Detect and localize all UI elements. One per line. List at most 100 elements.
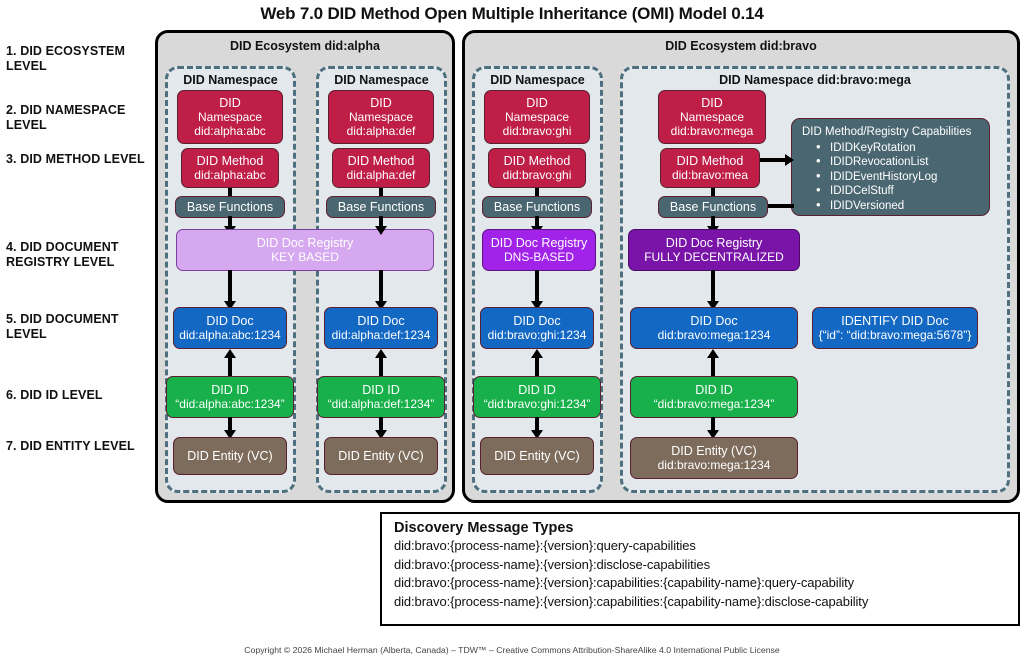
registry-line2: DNS-BASED: [503, 250, 574, 264]
node-line1: Base Functions: [669, 200, 757, 214]
node-method-alpha-abc[interactable]: DID Method did:alpha:abc: [181, 148, 279, 188]
node-line1: DID ID: [518, 383, 556, 397]
node-line1: DID Doc: [206, 314, 254, 328]
node-line2: Namespace: [679, 110, 745, 124]
arrow-method-to-capabilities: [760, 150, 794, 170]
node-line2: did:bravo:mega:1234: [657, 458, 771, 472]
node-namespace-bravo-ghi[interactable]: DID Namespace did:bravo:ghi: [484, 90, 590, 144]
node-line3: did:bravo:ghi: [502, 124, 572, 138]
ecosystem-alpha-title: DID Ecosystem did:alpha: [229, 39, 381, 53]
capability-item: IDIDCelStuff: [816, 183, 981, 199]
node-line2: did:alpha:def: [346, 168, 416, 182]
node-doc-alpha-abc[interactable]: DID Doc did:alpha:abc:1234: [173, 307, 287, 349]
node-line2: did:alpha:def:1234: [331, 328, 431, 342]
node-line1: Base Functions: [186, 200, 274, 214]
namespace-alpha-abc-title: DID Namespace: [183, 73, 278, 87]
node-method-bravo-ghi[interactable]: DID Method did:bravo:ghi: [488, 148, 586, 188]
node-method-alpha-def[interactable]: DID Method did:alpha:def: [332, 148, 430, 188]
node-line3: did:bravo:mega: [670, 124, 754, 138]
node-line1: DID Doc: [513, 314, 561, 328]
node-line2: did:bravo:mea: [671, 168, 749, 182]
registry-line2: FULLY DECENTRALIZED: [644, 250, 784, 264]
capabilities-list: IDIDKeyRotation IDIDRevocationList IDIDE…: [800, 140, 981, 214]
arrow-base-to-registry-alpha-def: [370, 216, 392, 235]
arrow-id-to-doc-bravo-ghi: [526, 349, 548, 377]
arrow-registry-to-doc-alpha-def: [370, 270, 392, 310]
level-label-ecosystem: 1. DID ECOSYSTEM LEVEL: [6, 44, 125, 73]
node-line2: did:bravo:ghi: [502, 168, 572, 182]
node-line1: DID ID: [362, 383, 400, 397]
node-entity-bravo-mega[interactable]: DID Entity (VC) did:bravo:mega:1234: [630, 437, 798, 479]
level-label-id: 6. DID ID LEVEL: [6, 388, 103, 402]
node-line1: Base Functions: [493, 200, 581, 214]
registry-bravo-ghi-dns-based[interactable]: DID Doc Registry DNS-BASED: [482, 229, 596, 271]
registry-line1: DID Doc Registry: [256, 236, 354, 250]
node-line1: DID ID: [211, 383, 249, 397]
node-namespace-alpha-def[interactable]: DID Namespace did:alpha:def: [328, 90, 434, 144]
node-line2: did:alpha:abc:1234: [179, 328, 281, 342]
node-line2: “did:alpha:def:1234”: [327, 397, 435, 411]
namespace-bravo-mega-title: DID Namespace did:bravo:mega: [719, 73, 911, 87]
node-line2: Namespace: [504, 110, 570, 124]
node-line1: DID: [526, 96, 548, 110]
arrow-id-to-entity-alpha-abc: [219, 417, 241, 439]
node-line2: did:bravo:ghi:1234: [487, 328, 587, 342]
node-line2: {“id”: “did:bravo:mega:5678”}: [818, 328, 972, 342]
node-doc-bravo-ghi[interactable]: DID Doc did:bravo:ghi:1234: [480, 307, 594, 349]
node-id-alpha-abc[interactable]: DID ID “did:alpha:abc:1234”: [166, 376, 294, 418]
node-line2: “did:bravo:ghi:1234”: [483, 397, 591, 411]
node-line3: did:alpha:abc: [194, 124, 266, 138]
node-namespace-bravo-mega[interactable]: DID Namespace did:bravo:mega: [658, 90, 766, 144]
node-namespace-alpha-abc[interactable]: DID Namespace did:alpha:abc: [177, 90, 283, 144]
node-line2: “did:alpha:abc:1234”: [175, 397, 285, 411]
node-line1: DID Method: [196, 154, 264, 168]
node-entity-alpha-def[interactable]: DID Entity (VC): [324, 437, 438, 475]
discovery-title: Discovery Message Types: [394, 520, 574, 536]
node-line1: IDENTIFY DID Doc: [841, 314, 949, 328]
node-id-bravo-ghi[interactable]: DID ID “did:bravo:ghi:1234”: [473, 376, 601, 418]
level-label-document: 5. DID DOCUMENT LEVEL: [6, 312, 119, 341]
node-doc-alpha-def[interactable]: DID Doc did:alpha:def:1234: [324, 307, 438, 349]
arrow-id-to-entity-bravo-mega: [702, 417, 724, 439]
node-identify-did-doc[interactable]: IDENTIFY DID Doc {“id”: “did:bravo:mega:…: [812, 307, 978, 349]
node-base-functions-bravo-mega[interactable]: Base Functions: [658, 196, 768, 218]
level-label-doc-registry: 4. DID DOCUMENT REGISTRY LEVEL: [6, 240, 119, 269]
discovery-line: did:bravo:{process-name}:{version}:capab…: [394, 575, 855, 590]
node-line3: did:alpha:def: [346, 124, 416, 138]
discovery-line: did:bravo:{process-name}:{version}:query…: [394, 538, 696, 553]
discovery-message-types-box[interactable]: Discovery Message Types did:bravo:{proce…: [380, 512, 1020, 626]
registry-bravo-mega-decentralized[interactable]: DID Doc Registry FULLY DECENTRALIZED: [628, 229, 800, 271]
capabilities-title: DID Method/Registry Capabilities: [802, 126, 972, 138]
node-line2: Namespace: [197, 110, 263, 124]
page-title: Web 7.0 DID Method Open Multiple Inherit…: [260, 4, 764, 23]
node-entity-bravo-ghi[interactable]: DID Entity (VC): [480, 437, 594, 475]
node-line1: DID: [370, 96, 392, 110]
registry-alpha-key-based[interactable]: DID Doc Registry KEY BASED: [176, 229, 434, 271]
capability-item: IDIDEventHistoryLog: [816, 169, 981, 185]
registry-line1: DID Doc Registry: [490, 236, 588, 250]
capabilities-box[interactable]: DID Method/Registry Capabilities IDIDKey…: [791, 118, 990, 216]
node-base-functions-alpha-def[interactable]: Base Functions: [326, 196, 436, 218]
node-line1: DID Method: [347, 154, 415, 168]
registry-line1: DID Doc Registry: [665, 236, 763, 250]
node-base-functions-bravo-ghi[interactable]: Base Functions: [482, 196, 592, 218]
node-line1: DID Entity (VC): [187, 449, 273, 463]
node-line1: DID Doc: [357, 314, 405, 328]
node-line1: DID Entity (VC): [338, 449, 424, 463]
node-line2: did:alpha:abc: [194, 168, 266, 182]
node-base-functions-alpha-abc[interactable]: Base Functions: [175, 196, 285, 218]
level-label-method: 3. DID METHOD LEVEL: [6, 152, 145, 166]
arrow-id-to-entity-alpha-def: [370, 417, 392, 439]
ecosystem-bravo-title: DID Ecosystem did:bravo: [665, 39, 817, 53]
node-id-alpha-def[interactable]: DID ID “did:alpha:def:1234”: [317, 376, 445, 418]
registry-line2: KEY BASED: [271, 250, 339, 264]
node-entity-alpha-abc[interactable]: DID Entity (VC): [173, 437, 287, 475]
node-id-bravo-mega[interactable]: DID ID “did:bravo:mega:1234”: [630, 376, 798, 418]
node-doc-bravo-mega[interactable]: DID Doc did:bravo:mega:1234: [630, 307, 798, 349]
namespace-bravo-ghi-title: DID Namespace: [490, 73, 585, 87]
node-line1: DID Entity (VC): [671, 444, 757, 458]
node-method-bravo-mega[interactable]: DID Method did:bravo:mea: [660, 148, 760, 188]
node-line1: DID Entity (VC): [494, 449, 580, 463]
node-line2: did:bravo:mega:1234: [657, 328, 771, 342]
arrow-registry-to-doc-bravo-mega: [702, 270, 724, 310]
